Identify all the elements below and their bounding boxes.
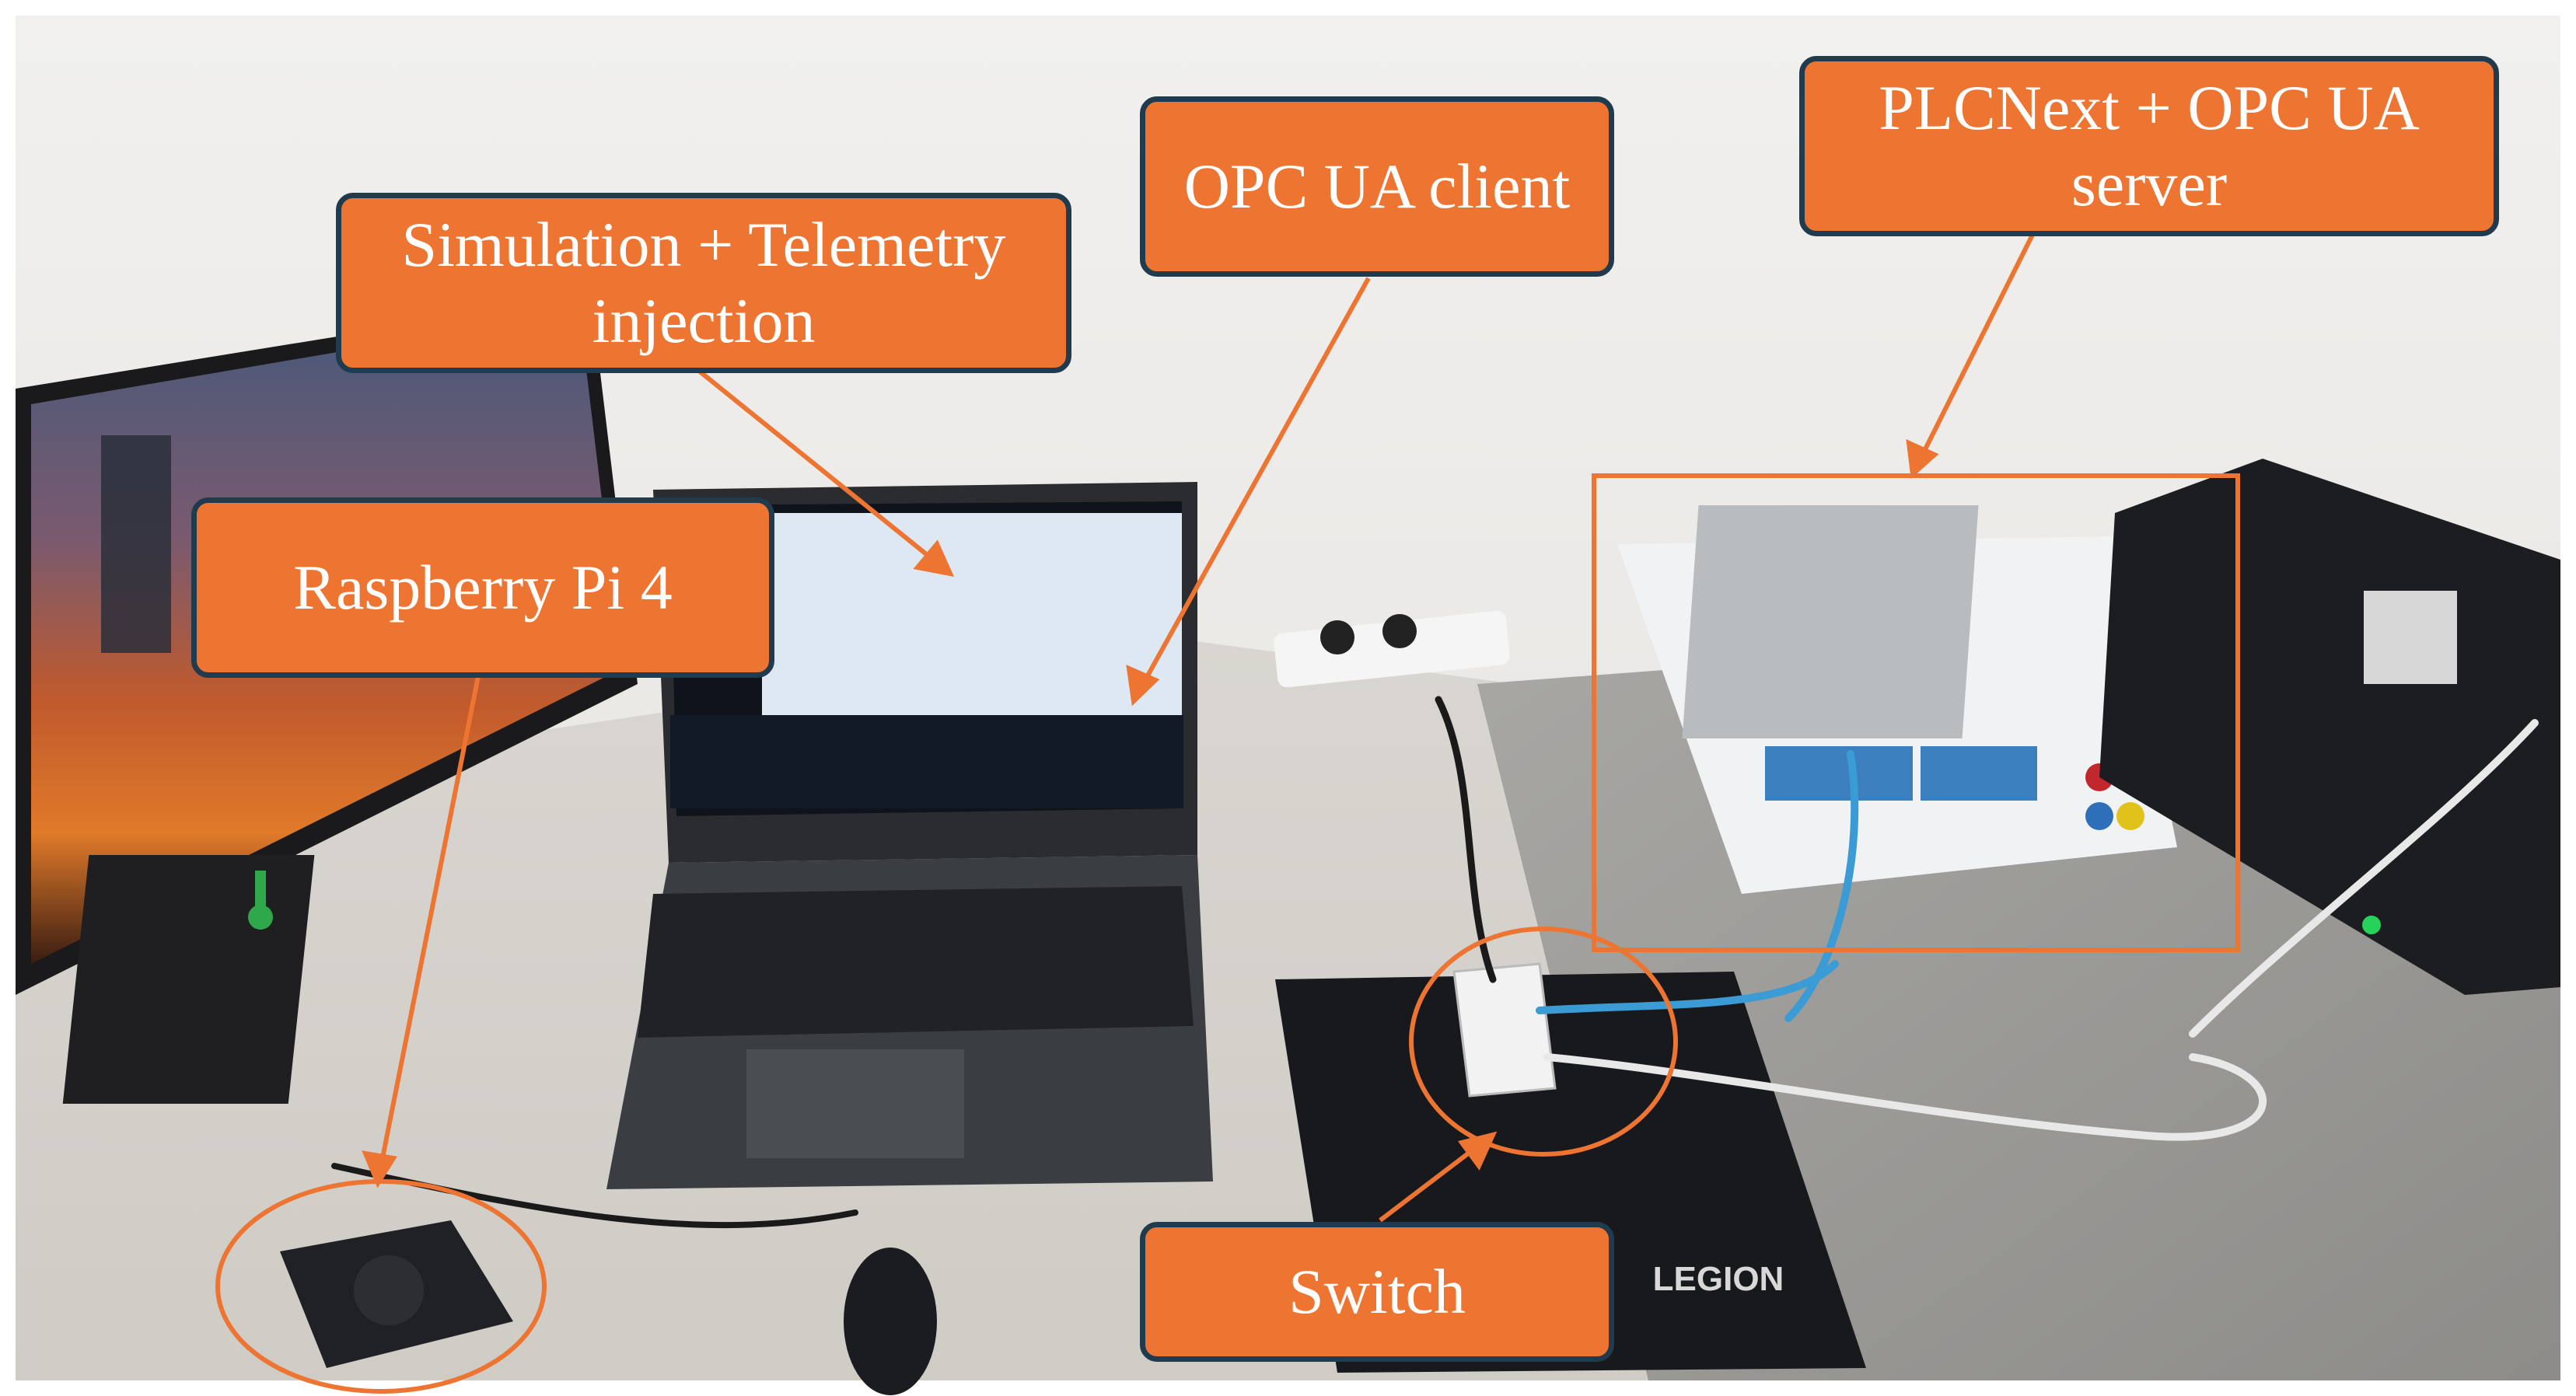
label-raspberry-pi-text: Raspberry Pi 4 — [293, 551, 673, 623]
label-plcnext-opc-server: PLCNext + OPC UA server — [1799, 56, 2499, 236]
label-opc-ua-client-text: OPC UA client — [1183, 150, 1571, 222]
plc-demo-board — [1617, 505, 2177, 894]
annotation-arrows — [362, 232, 2036, 1223]
label-raspberry-pi: Raspberry Pi 4 — [191, 497, 774, 678]
label-switch: Switch — [1140, 1222, 1614, 1362]
power-strip — [1274, 610, 1510, 688]
label-plcnext-line1: PLCNext + OPC UA — [1879, 72, 2420, 143]
mousepad-brand: LEGION — [1653, 1260, 1784, 1298]
plc-highlight-box — [1592, 473, 2240, 952]
label-switch-text: Switch — [1288, 1255, 1466, 1327]
label-simulation-telemetry-line2: injection — [592, 285, 816, 356]
mouse — [844, 1248, 937, 1395]
switch-highlight-ellipse — [1409, 927, 1678, 1157]
controller-box — [2099, 459, 2560, 995]
label-plcnext-line2: server — [2071, 148, 2228, 219]
laptop — [606, 482, 1213, 1189]
label-simulation-telemetry-line1: Simulation + Telemetry — [401, 208, 1006, 280]
raspberry-pi-device — [280, 1220, 513, 1368]
label-simulation-telemetry: Simulation + Telemetry injection — [336, 193, 1071, 373]
network-switch — [1452, 962, 1557, 1098]
label-opc-ua-client: OPC UA client — [1140, 96, 1614, 277]
